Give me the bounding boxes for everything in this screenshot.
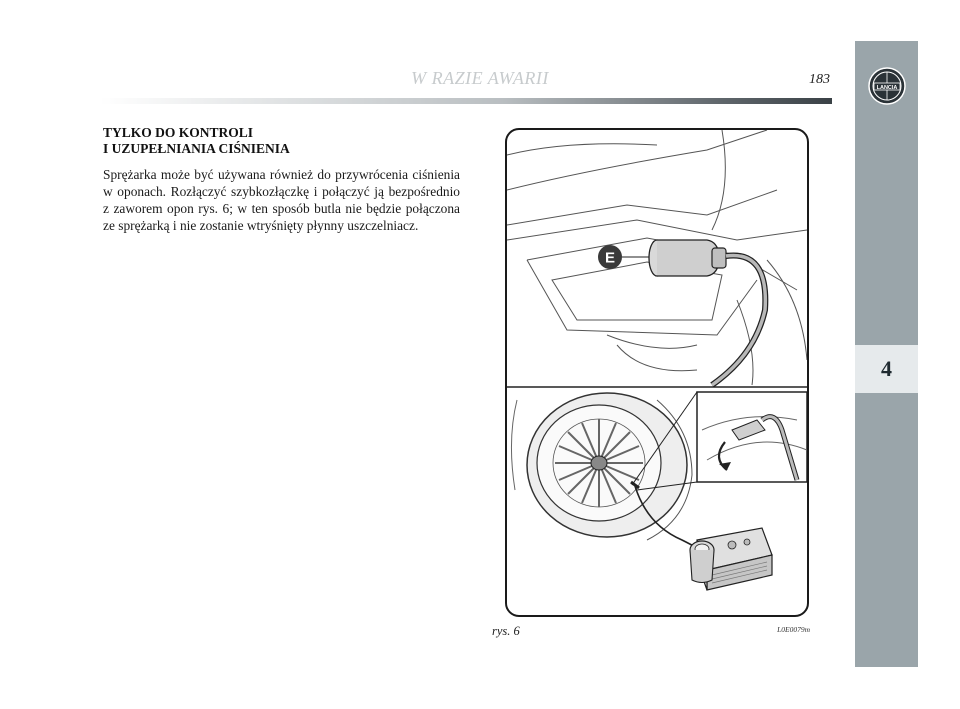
logo-text: LANCIA <box>877 85 898 91</box>
body-paragraph: Sprężarka może być używana również do pr… <box>103 167 460 233</box>
figure-code: L0E0079m <box>777 625 810 634</box>
svg-text:E: E <box>605 250 615 267</box>
heading-line-2: I UZUPEŁNIANIA CIŚNIENIA <box>103 141 290 156</box>
compressor-icon <box>689 527 773 591</box>
wheel-icon <box>510 392 693 541</box>
section-heading: TYLKO DO KONTROLI I UZUPEŁNIANIA CIŚNIEN… <box>103 125 463 157</box>
sealant-bottle-icon <box>648 239 727 277</box>
figure-caption: rys. 6 <box>492 624 520 638</box>
page-number: 183 <box>809 72 830 87</box>
section-title: W RAZIE AWARII <box>411 68 549 88</box>
compressor-diagram: E <box>507 130 807 591</box>
figure-illustration: E <box>505 128 809 617</box>
chapter-tab[interactable]: 4 <box>855 345 918 393</box>
header-rule <box>100 98 832 104</box>
heading-line-1: TYLKO DO KONTROLI <box>103 125 254 140</box>
lancia-logo-icon: LANCIA <box>868 67 906 105</box>
callout-e-label: E <box>598 245 649 269</box>
inset-frame <box>631 391 807 491</box>
